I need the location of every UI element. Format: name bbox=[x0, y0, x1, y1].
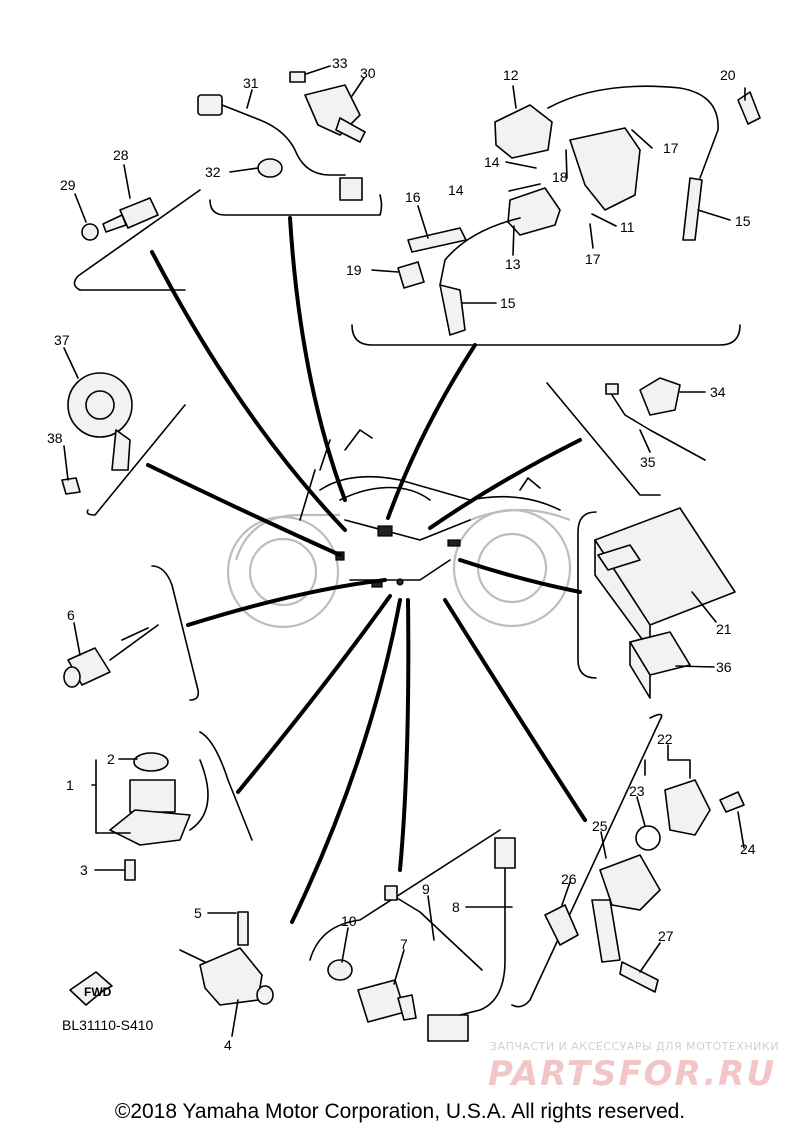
callout-4: 4 bbox=[224, 1037, 232, 1053]
part-4-solenoid bbox=[179, 911, 274, 1006]
callout-11: 11 bbox=[620, 219, 635, 235]
callout-5: 5 bbox=[194, 905, 202, 921]
callout-1: 1 bbox=[66, 777, 74, 793]
part-36-relay bbox=[629, 631, 691, 699]
part-7-sensor bbox=[327, 959, 417, 1023]
callout-9: 9 bbox=[422, 881, 430, 897]
callout-3: 3 bbox=[80, 862, 88, 878]
callout-33: 33 bbox=[332, 55, 348, 71]
callout-27: 27 bbox=[658, 928, 674, 944]
part-1-sensor bbox=[109, 752, 209, 881]
callout-14b: 14 bbox=[448, 182, 464, 198]
callout-23: 23 bbox=[629, 783, 645, 799]
part-21-ecu bbox=[594, 507, 736, 651]
callout-15b: 15 bbox=[500, 295, 516, 311]
callout-2: 2 bbox=[107, 751, 115, 767]
callout-17a: 17 bbox=[663, 140, 679, 156]
part-30-sensor bbox=[289, 71, 366, 143]
fwd-arrow: FWD bbox=[69, 971, 113, 1006]
part-22-25-sensor-assembly bbox=[544, 779, 745, 993]
diagram-code: BL31110-S410 bbox=[62, 1017, 154, 1033]
callout-8: 8 bbox=[452, 899, 460, 915]
watermark-tagline: ЗАПЧАСТИ И АКСЕССУАРЫ ДЛЯ МОТОТЕХНИКИ bbox=[490, 1040, 779, 1053]
group-brackets bbox=[73, 189, 741, 1008]
callout-25: 25 bbox=[592, 818, 608, 834]
part-6-switch bbox=[63, 624, 159, 688]
callout-labels: 33 30 31 32 28 29 12 20 17 14 18 14 16 1… bbox=[47, 55, 756, 1053]
part-37-horn bbox=[61, 372, 133, 495]
callout-18: 18 bbox=[552, 169, 568, 185]
parts-diagram: FWD bbox=[47, 55, 761, 1053]
callout-24: 24 bbox=[740, 841, 756, 857]
callout-31: 31 bbox=[243, 75, 259, 91]
part-28-sensor bbox=[81, 197, 159, 241]
callout-28: 28 bbox=[113, 147, 129, 163]
watermark-logo: PARTSFOR.RU bbox=[488, 1054, 777, 1094]
callout-34: 34 bbox=[710, 384, 726, 400]
callout-26: 26 bbox=[561, 871, 577, 887]
callout-19: 19 bbox=[346, 262, 362, 278]
part-8-9-lead-band bbox=[384, 837, 516, 1042]
callout-32: 32 bbox=[205, 164, 221, 180]
callout-12: 12 bbox=[503, 67, 519, 83]
leader-lines bbox=[146, 216, 587, 924]
fwd-label: FWD bbox=[84, 985, 112, 999]
callout-16: 16 bbox=[405, 189, 421, 205]
callout-leaders bbox=[63, 65, 746, 1037]
callout-10: 10 bbox=[341, 913, 357, 929]
callout-6: 6 bbox=[67, 607, 75, 623]
callout-22: 22 bbox=[657, 731, 673, 747]
callout-20: 20 bbox=[720, 67, 736, 83]
callout-37: 37 bbox=[54, 332, 70, 348]
callout-30: 30 bbox=[360, 65, 376, 81]
callout-36: 36 bbox=[716, 659, 732, 675]
callout-7: 7 bbox=[400, 936, 408, 952]
callout-35: 35 bbox=[640, 454, 656, 470]
callout-21: 21 bbox=[716, 621, 732, 637]
callout-14a: 14 bbox=[484, 154, 500, 170]
part-34-35-clamp-band bbox=[605, 377, 706, 461]
callout-13: 13 bbox=[505, 256, 521, 272]
copyright-notice: ©2018 Yamaha Motor Corporation, U.S.A. A… bbox=[114, 1100, 686, 1123]
callout-17b: 17 bbox=[585, 251, 601, 267]
callout-38: 38 bbox=[47, 430, 63, 446]
callout-29: 29 bbox=[60, 177, 76, 193]
part-12-13-ignition-coils bbox=[397, 85, 761, 336]
callout-15a: 15 bbox=[735, 213, 751, 229]
